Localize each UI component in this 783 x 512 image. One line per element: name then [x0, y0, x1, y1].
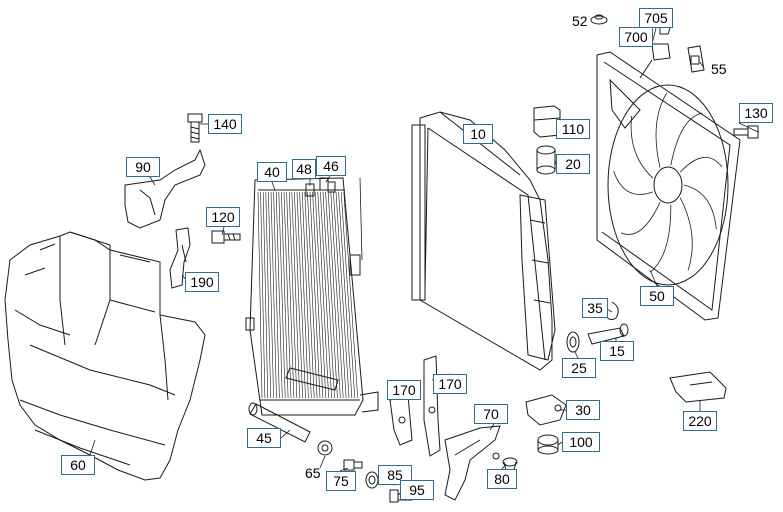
- callout-10[interactable]: 10: [463, 124, 493, 144]
- callout-120[interactable]: 120: [206, 207, 240, 227]
- leader-lines: [89, 18, 759, 496]
- leader-line: [271, 181, 276, 191]
- leader-line: [574, 351, 579, 359]
- sleeve-part-20: [536, 145, 556, 175]
- panel-part-70: [444, 425, 501, 501]
- leader-line: [699, 61, 705, 69]
- callout-80[interactable]: 80: [487, 469, 517, 489]
- callout-220[interactable]: 220: [683, 411, 717, 431]
- fan-blades: [613, 92, 723, 273]
- callout-48[interactable]: 48: [292, 159, 316, 179]
- leader-line: [325, 175, 331, 183]
- leader-line: [319, 455, 326, 469]
- callout-40[interactable]: 40: [257, 162, 287, 182]
- valves-part-48-46: [305, 177, 336, 197]
- leader-line: [359, 177, 363, 261]
- leader-line: [501, 463, 507, 470]
- leader-line: [221, 226, 225, 236]
- bolt-part-130: [733, 125, 759, 139]
- cap-part-65: [317, 440, 333, 456]
- bracket-part-30: [525, 394, 567, 426]
- brackets-part-170: [389, 355, 441, 457]
- bracket-part-90: [124, 148, 206, 229]
- callout-140[interactable]: 140: [208, 114, 242, 134]
- bolt-part-120: [211, 230, 241, 244]
- air-duct-part-60: [4, 231, 206, 481]
- callout-95[interactable]: 95: [400, 480, 434, 500]
- bolt-part-75: [343, 459, 363, 471]
- leader-line: [89, 439, 96, 456]
- callout-15[interactable]: 15: [600, 341, 634, 361]
- bolt-part-140: [187, 113, 203, 143]
- pin-part-80: [492, 452, 518, 471]
- mount-part-100: [537, 434, 559, 455]
- grommet-part-52: [590, 14, 608, 25]
- callout-705[interactable]: 705: [639, 8, 673, 28]
- leader-line: [149, 176, 156, 186]
- condenser-part-40: [245, 177, 379, 416]
- callout-170-right[interactable]: 170: [433, 374, 467, 394]
- callout-700[interactable]: 700: [619, 27, 653, 47]
- ring-part-25: [566, 331, 580, 353]
- leader-line: [649, 269, 658, 287]
- callout-45[interactable]: 45: [247, 428, 281, 448]
- leader-line: [557, 441, 563, 446]
- fitting-part-15: [587, 323, 629, 345]
- callout-60[interactable]: 60: [61, 455, 95, 475]
- callout-110[interactable]: 110: [556, 119, 590, 139]
- callout-52[interactable]: 52: [572, 13, 588, 29]
- leader-line: [280, 429, 291, 439]
- callout-55[interactable]: 55: [711, 61, 727, 77]
- callout-20[interactable]: 20: [556, 154, 590, 174]
- clip-part-35: [605, 301, 619, 321]
- callout-50[interactable]: 50: [640, 286, 674, 306]
- leader-line: [489, 423, 495, 431]
- callout-170-left[interactable]: 170: [387, 380, 421, 400]
- leader-line: [738, 122, 759, 133]
- callout-190[interactable]: 190: [185, 272, 219, 292]
- clip-part-55: [687, 45, 705, 73]
- radiator-part-10: [411, 111, 556, 371]
- callout-70[interactable]: 70: [474, 404, 508, 424]
- drier-part-45: [248, 367, 339, 443]
- callout-130[interactable]: 130: [739, 103, 773, 123]
- washer-part-85: [365, 471, 379, 489]
- callout-65[interactable]: 65: [305, 465, 321, 481]
- callout-25[interactable]: 25: [562, 358, 596, 378]
- bracket-part-220: [669, 371, 727, 403]
- leader-line: [554, 159, 557, 165]
- callout-30[interactable]: 30: [566, 400, 600, 420]
- callout-35[interactable]: 35: [582, 298, 608, 318]
- callout-90[interactable]: 90: [126, 157, 160, 177]
- callout-100[interactable]: 100: [562, 432, 600, 452]
- hanger-part-190: [169, 227, 191, 289]
- condenser-fins: [257, 191, 358, 399]
- callout-46[interactable]: 46: [316, 156, 346, 176]
- fan-shroud-part-50: [596, 51, 741, 321]
- leader-line: [339, 467, 349, 472]
- callout-75[interactable]: 75: [326, 471, 356, 491]
